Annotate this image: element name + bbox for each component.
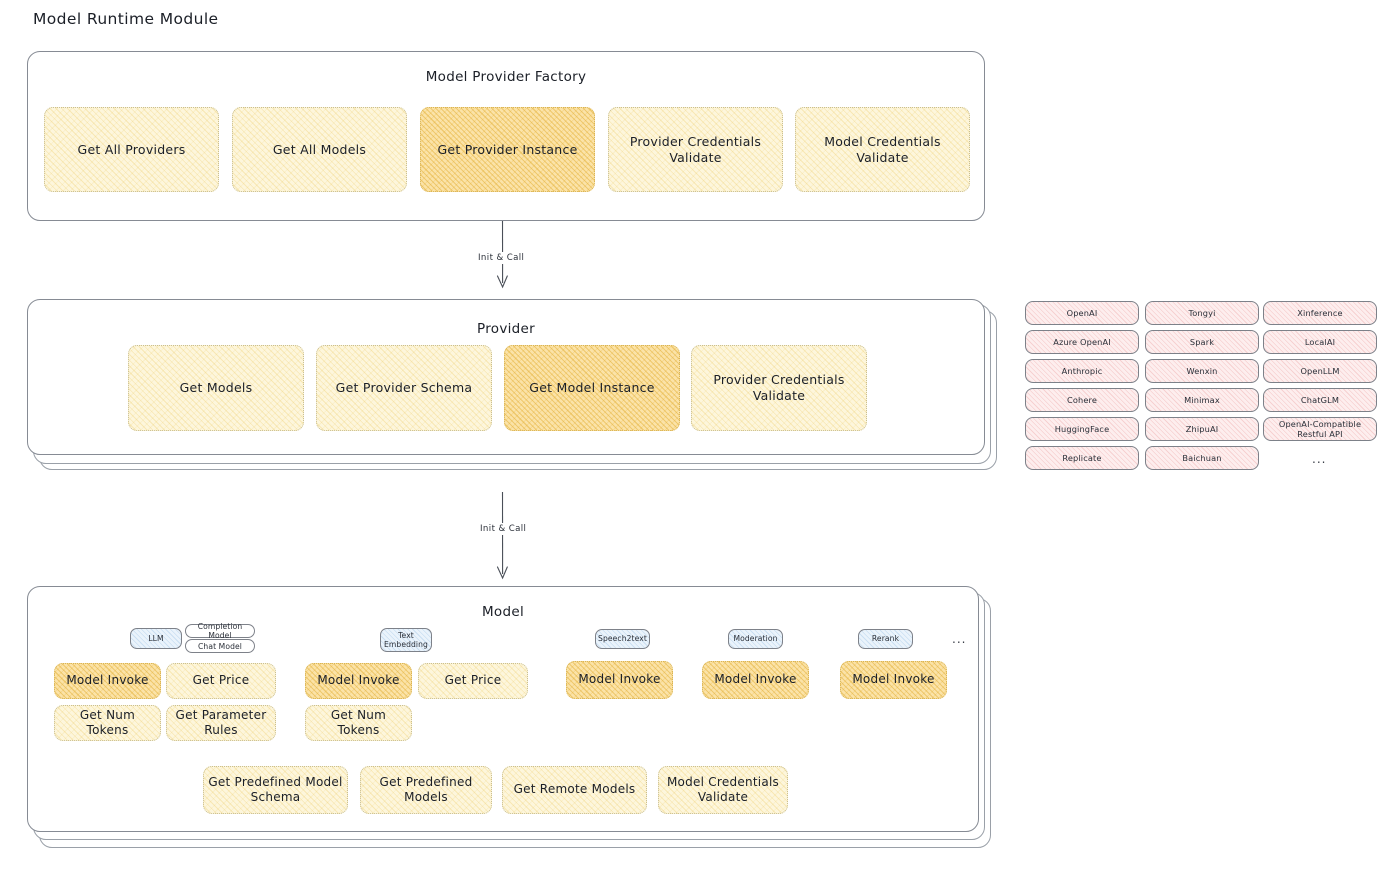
node-llm-get-price[interactable]: Get Price xyxy=(166,663,276,699)
provider-chip-cohere[interactable]: Cohere xyxy=(1025,388,1139,412)
page-title: Model Runtime Module xyxy=(33,10,219,28)
node-get-predefined-models[interactable]: Get Predefined Models xyxy=(360,766,492,814)
provider-chip-xinference[interactable]: Xinference xyxy=(1263,301,1377,325)
node-get-all-models[interactable]: Get All Models xyxy=(232,107,407,192)
provider-chip-openai-compatible-restful-api[interactable]: OpenAI-Compatible Restful API xyxy=(1263,417,1377,441)
model-type-badge-moderation[interactable]: Moderation xyxy=(728,629,783,649)
node-get-models[interactable]: Get Models xyxy=(128,345,304,431)
provider-chip-localai[interactable]: LocalAI xyxy=(1263,330,1377,354)
model-subtype-badge-completion-model[interactable]: Completion Model xyxy=(185,622,255,640)
panel-title-provider: Provider xyxy=(477,321,535,337)
provider-chip-zhipuai[interactable]: ZhipuAI xyxy=(1145,417,1259,441)
node-text-embedding-model-invoke[interactable]: Model Invoke xyxy=(305,663,412,699)
panel-title-model-provider-factory: Model Provider Factory xyxy=(425,69,587,85)
model-type-badge-text-embedding[interactable]: Text Embedding xyxy=(380,628,432,652)
node-text-embedding-get-price[interactable]: Get Price xyxy=(418,663,528,699)
provider-chip-replicate[interactable]: Replicate xyxy=(1025,446,1139,470)
node-rerank-model-invoke[interactable]: Model Invoke xyxy=(840,661,947,699)
node-moderation-model-invoke[interactable]: Model Invoke xyxy=(702,661,809,699)
provider-chip-baichuan[interactable]: Baichuan xyxy=(1145,446,1259,470)
provider-chip-openai[interactable]: OpenAI xyxy=(1025,301,1139,325)
model-types-more-ellipsis: ... xyxy=(952,632,967,646)
node-llm-model-invoke[interactable]: Model Invoke xyxy=(54,663,161,699)
node-get-all-providers[interactable]: Get All Providers xyxy=(44,107,219,192)
node-model-credentials-validate[interactable]: Model Credentials Validate xyxy=(795,107,970,192)
arrow-provider-to-model xyxy=(496,491,508,580)
panel-title-model: Model xyxy=(481,604,525,620)
model-type-badge-llm[interactable]: LLM xyxy=(130,628,182,649)
provider-chip-azure-openai[interactable]: Azure OpenAI xyxy=(1025,330,1139,354)
provider-list-more-ellipsis: ... xyxy=(1312,452,1327,466)
provider-chip-openllm[interactable]: OpenLLM xyxy=(1263,359,1377,383)
node-get-model-instance[interactable]: Get Model Instance xyxy=(504,345,680,431)
node-llm-get-parameter-rules[interactable]: Get Parameter Rules xyxy=(166,705,276,741)
provider-chip-chatglm[interactable]: ChatGLM xyxy=(1263,388,1377,412)
provider-chip-huggingface[interactable]: HuggingFace xyxy=(1025,417,1139,441)
node-get-predefined-model-schema[interactable]: Get Predefined Model Schema xyxy=(203,766,348,814)
provider-chip-anthropic[interactable]: Anthropic xyxy=(1025,359,1139,383)
model-type-badge-speech2text[interactable]: Speech2text xyxy=(595,629,650,649)
provider-chip-wenxin[interactable]: Wenxin xyxy=(1145,359,1259,383)
node-get-provider-instance[interactable]: Get Provider Instance xyxy=(420,107,595,192)
provider-chip-minimax[interactable]: Minimax xyxy=(1145,388,1259,412)
node-model-credentials-validate-2[interactable]: Model Credentials Validate xyxy=(658,766,788,814)
provider-chip-spark[interactable]: Spark xyxy=(1145,330,1259,354)
node-speech2text-model-invoke[interactable]: Model Invoke xyxy=(566,661,673,699)
node-text-embedding-get-num-tokens[interactable]: Get Num Tokens xyxy=(305,705,412,741)
node-get-remote-models[interactable]: Get Remote Models xyxy=(502,766,647,814)
model-type-badge-rerank[interactable]: Rerank xyxy=(858,629,913,649)
node-provider-credentials-validate[interactable]: Provider Credentials Validate xyxy=(608,107,783,192)
provider-chip-tongyi[interactable]: Tongyi xyxy=(1145,301,1259,325)
arrow-label-init-and-call-1: Init & Call xyxy=(475,252,528,264)
model-subtype-badge-chat-model[interactable]: Chat Model xyxy=(185,639,255,653)
node-get-provider-schema[interactable]: Get Provider Schema xyxy=(316,345,492,431)
node-llm-get-num-tokens[interactable]: Get Num Tokens xyxy=(54,705,161,741)
arrow-label-init-and-call-2: Init & Call xyxy=(477,523,530,535)
node-provider-credentials-validate-2[interactable]: Provider Credentials Validate xyxy=(691,345,867,431)
